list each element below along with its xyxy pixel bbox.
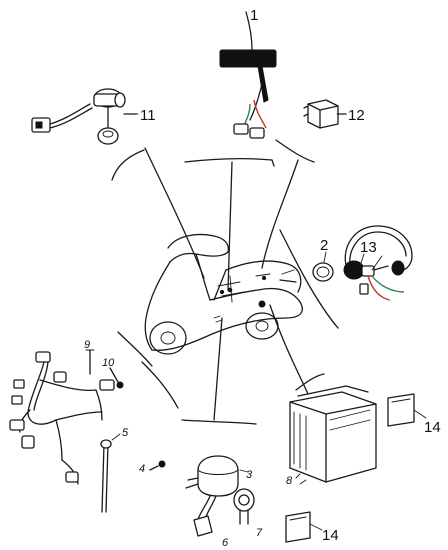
callout-12: 12 <box>348 107 365 124</box>
scooter-outline <box>144 233 303 355</box>
callout-8: 8 <box>286 475 293 487</box>
part-ignition-coil <box>149 455 255 537</box>
callout-7: 7 <box>256 527 263 539</box>
callout-6: 6 <box>222 537 229 549</box>
callout-leader-lines <box>133 113 365 479</box>
callout-10: 10 <box>102 357 115 369</box>
callout-labels: 1 2 3 4 5 6 7 8 9 10 11 12 13 14 14 <box>84 7 441 549</box>
part-pad-upper <box>387 393 427 427</box>
callout-4: 4 <box>139 463 145 475</box>
part-relay <box>303 99 347 129</box>
callout-5: 5 <box>122 427 129 439</box>
callout-2: 2 <box>320 237 328 254</box>
part-o-ring <box>312 251 334 282</box>
callout-13: 13 <box>360 239 377 256</box>
part-fuel-sender <box>343 225 413 301</box>
part-pad-lower <box>285 511 323 543</box>
part-cable-tie <box>100 433 121 513</box>
callout-14-upper: 14 <box>424 419 441 436</box>
part-ignition-lead <box>31 88 137 145</box>
callout-14-lower: 14 <box>322 527 339 544</box>
part-wire-harness <box>9 349 124 485</box>
callout-9: 9 <box>84 339 90 351</box>
callout-3: 3 <box>246 469 253 481</box>
callout-11: 11 <box>140 107 156 124</box>
part-cdi-unit <box>219 11 277 139</box>
part-battery-box <box>289 385 377 485</box>
callout-1: 1 <box>250 7 258 24</box>
group-bracket-lines <box>111 139 339 425</box>
